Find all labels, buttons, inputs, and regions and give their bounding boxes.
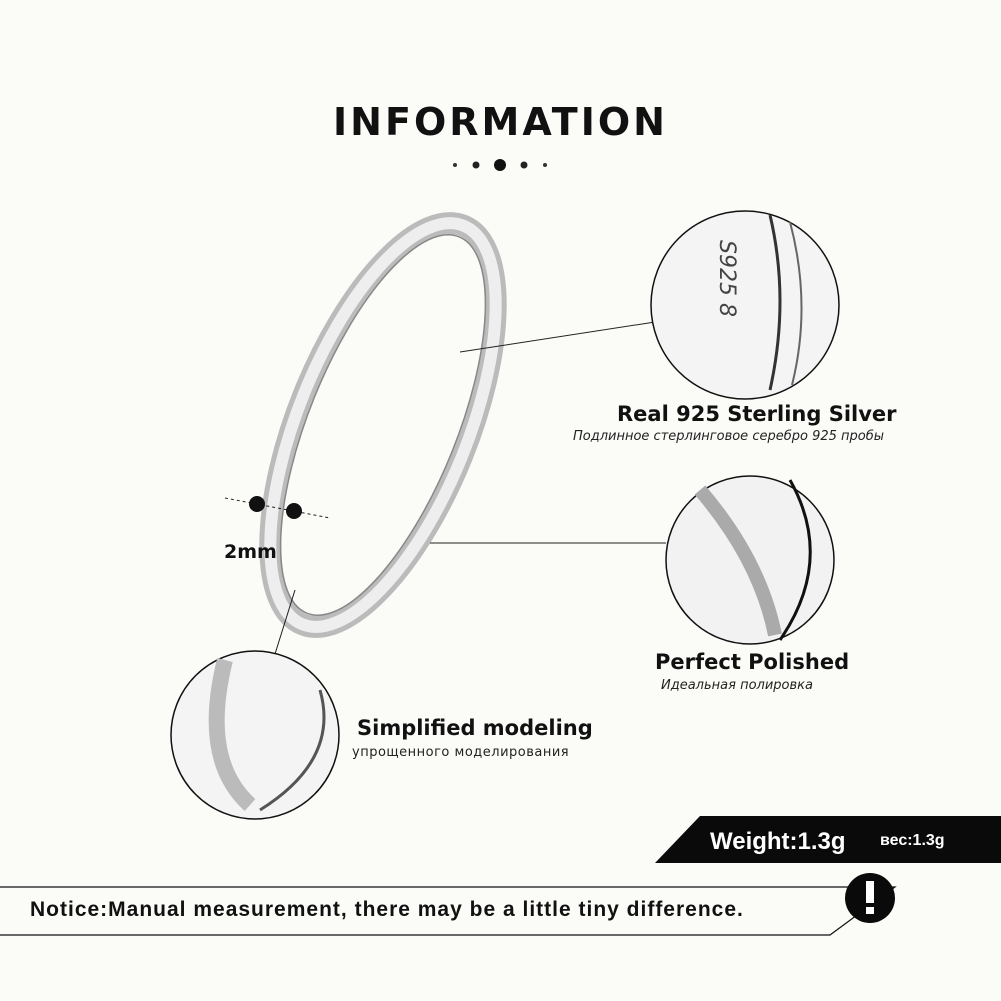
feature-label: Perfect Polished — [655, 650, 850, 674]
feature-label: Simplified modeling — [357, 716, 593, 740]
page-title: INFORMATION — [333, 100, 668, 144]
feature-label-ru: Идеальная полировка — [661, 678, 813, 693]
feature-label: Real 925 Sterling Silver — [617, 402, 897, 426]
measure-dot — [286, 503, 302, 519]
notice-text: Notice:Manual measurement, there may be … — [30, 898, 744, 921]
weight-label-ru: вес:1.3g — [880, 832, 945, 849]
engraving-text: S925 8 — [714, 240, 739, 317]
weight-banner — [655, 816, 1001, 863]
exclamation-icon — [845, 873, 895, 923]
feature-label-ru: Подлинное стерлинговое серебро 925 пробы — [573, 429, 884, 444]
detail-circle-engraving: S925 8 — [650, 210, 840, 400]
feature-label-ru: упрощенного моделирования — [352, 745, 570, 760]
detail-circle-polish — [665, 475, 835, 645]
title-dots-icon — [453, 159, 547, 171]
ring-image — [259, 212, 507, 638]
measure-dot — [249, 496, 265, 512]
weight-label: Weight:1.3g — [710, 828, 846, 855]
width-label: 2mm — [224, 541, 277, 563]
detail-circle-modeling — [170, 650, 340, 820]
